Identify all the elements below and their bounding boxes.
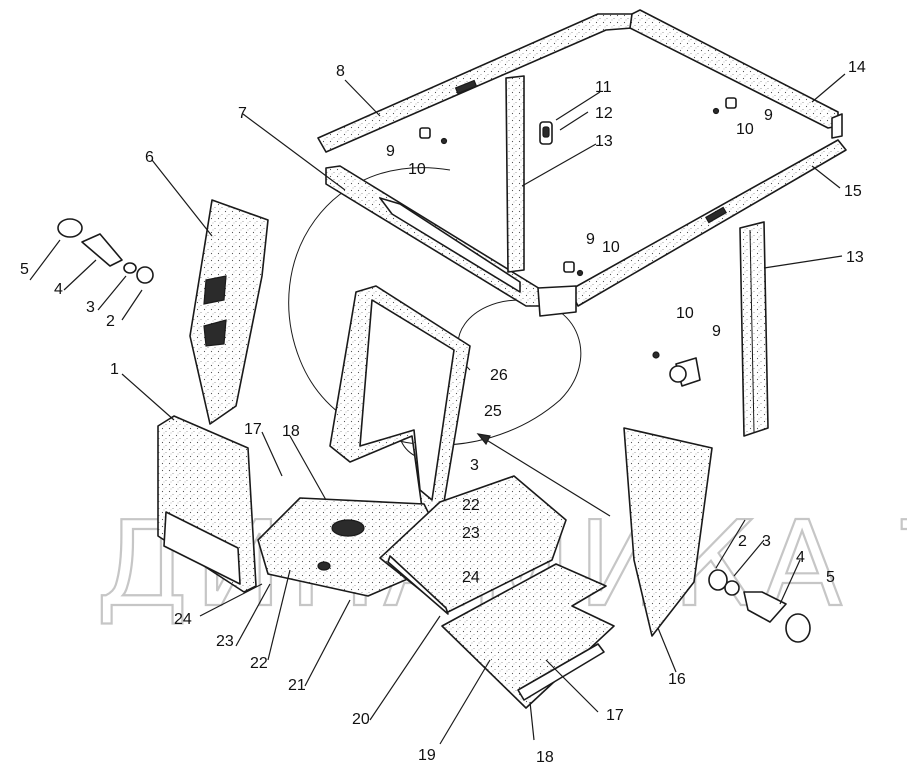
callout-3-center: 3 [470,457,479,474]
post-13 [739,221,769,437]
callout-17-lower: 17 [606,707,624,724]
callout-14: 14 [848,59,866,76]
callout-19: 19 [418,747,436,764]
bolt-9-right [652,351,701,387]
callout-11: 11 [595,79,612,96]
assembly-arrows [476,433,611,517]
callout-2-left: 2 [106,313,115,330]
callout-15: 15 [844,183,862,200]
callout-3-right: 3 [762,533,771,550]
callout-10-d: 10 [676,305,694,322]
callout-16: 16 [668,671,686,688]
box-20 [379,475,567,615]
callout-9-c: 9 [586,231,595,248]
callout-3-left: 3 [86,299,95,316]
plate-19 [441,563,615,709]
callout-labels: 8 14 11 12 13 9 10 9 10 7 6 15 13 9 10 5… [20,59,866,766]
callout-20: 20 [352,711,370,728]
callout-4-left: 4 [54,281,63,298]
callout-6: 6 [145,149,154,166]
bracket-11 [539,121,553,145]
hardware-right [708,569,811,643]
callout-24-center: 24 [462,569,480,586]
callout-10-b: 10 [736,121,754,138]
callout-23-center: 23 [462,525,480,542]
callout-1: 1 [110,361,119,378]
callout-13-right: 13 [846,249,864,266]
bolt-9-upper [419,97,737,277]
callout-5-right: 5 [826,569,835,586]
callout-18-upper: 18 [282,423,300,440]
callout-10-a: 10 [408,161,426,178]
upper-frame [317,9,847,317]
callout-22-center: 22 [462,497,480,514]
callout-2-right: 2 [738,533,747,550]
callout-24-left: 24 [174,611,192,628]
callout-4-right: 4 [796,549,805,566]
callout-7: 7 [238,105,247,122]
callout-5-left: 5 [20,261,29,278]
callout-9-a: 9 [386,143,395,160]
callout-17-upper: 17 [244,421,262,438]
callout-25: 25 [484,403,502,420]
callout-21: 21 [288,677,306,694]
hardware-left [57,218,154,284]
callout-9-d: 9 [712,323,721,340]
callout-10-c: 10 [602,239,620,256]
callout-23-left: 23 [216,633,234,650]
side-panel-6 [189,199,269,425]
callout-26: 26 [490,367,508,384]
callout-8: 8 [336,63,345,80]
callout-22-left: 22 [250,655,268,672]
upright-26 [329,285,471,527]
callout-12: 12 [595,105,613,122]
callout-13-center: 13 [595,133,613,150]
panel-16 [623,427,713,637]
leader-lines [29,73,846,745]
callout-18-lower: 18 [536,749,554,766]
callout-9-b: 9 [764,107,773,124]
cover-1 [157,415,257,593]
